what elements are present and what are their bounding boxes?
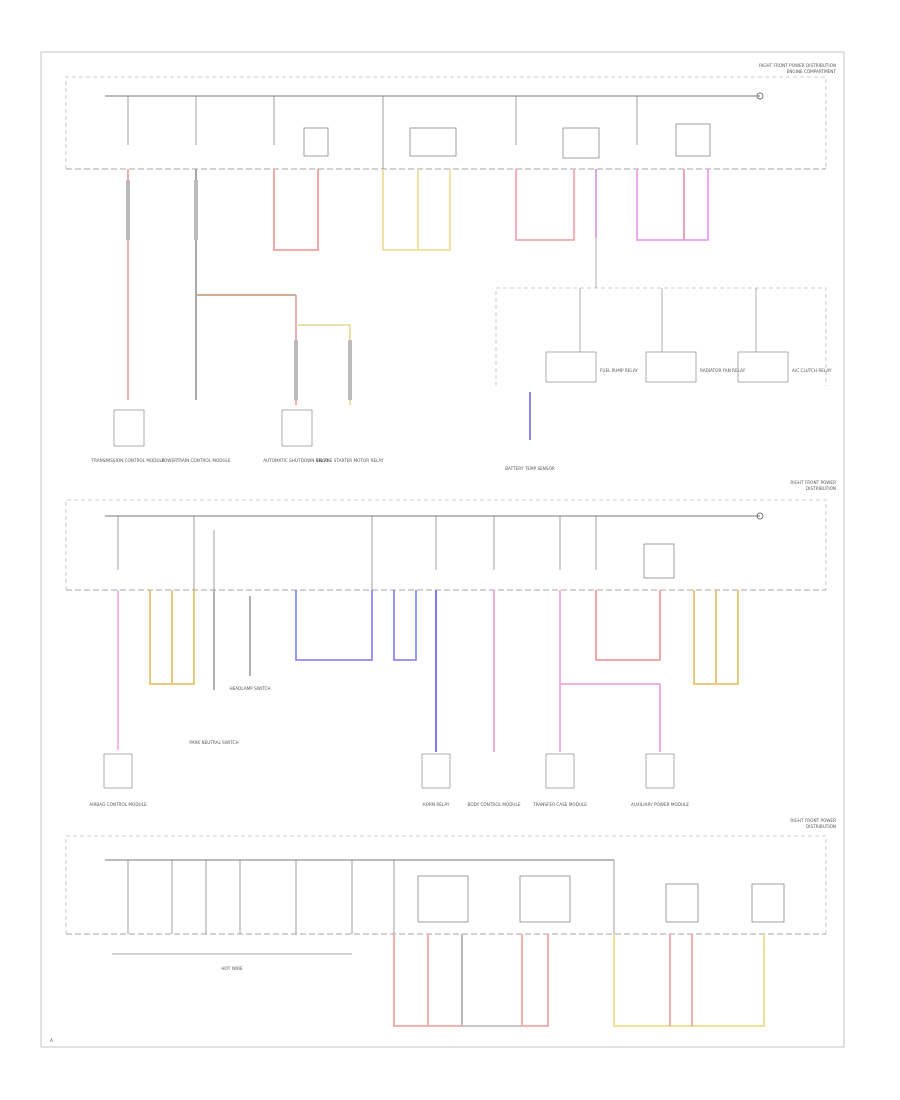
middle-relay-box-1 — [643, 543, 675, 579]
top-component-box-2 — [281, 409, 313, 447]
right-subgroup-label-1: FUEL PUMP RELAY — [600, 368, 638, 373]
diagram-frame — [40, 51, 845, 1048]
page-mark: A — [50, 1038, 53, 1043]
top-relay-box-1 — [303, 127, 329, 157]
top-component-label-1: TRANSMISSION CONTROL MODULE — [90, 458, 164, 463]
middle-component-box-3 — [545, 753, 575, 789]
top-component-label-2: POWERTRAIN CONTROL MODULE — [161, 458, 230, 463]
section-bottom: RIGHT FRONT POWER DISTRIBUTION HOT WIRE — [65, 818, 836, 1027]
middle-component-label-2: PARK NEUTRAL SWITCH — [189, 740, 238, 745]
top-pdc-outline — [65, 76, 827, 169]
top-component-box-1 — [113, 409, 145, 447]
top-component-label-3: AUTOMATIC SHUTDOWN RELAY — [263, 458, 329, 463]
middle-header: RIGHT FRONT POWER — [790, 480, 836, 485]
right-subgroup-box-1 — [545, 351, 597, 383]
top-ground-symbol — [756, 92, 764, 100]
right-subgroup-box-2 — [645, 351, 697, 383]
middle-header-sub: DISTRIBUTION — [806, 486, 836, 491]
middle-component-box-2 — [421, 753, 451, 789]
top-relay-box-3 — [675, 123, 711, 157]
top-module-box-1 — [409, 127, 457, 157]
middle-component-label-3: HEADLAMP SWITCH — [229, 686, 270, 691]
bottom-header: RIGHT FRONT POWER — [790, 818, 836, 823]
middle-component-box-1 — [103, 753, 133, 789]
right-subgroup-outline — [495, 287, 827, 386]
middle-ground-symbol — [756, 512, 764, 520]
section-middle: RIGHT FRONT POWER DISTRIBUTION — [65, 480, 836, 807]
bottom-module-box-2 — [519, 875, 571, 923]
top-component-label-4: ENGINE STARTER MOTOR RELAY — [316, 458, 384, 463]
bottom-pdc-outline — [65, 835, 827, 934]
middle-component-box-4 — [645, 753, 675, 789]
middle-component-label-7: AUXILIARY POWER MODULE — [631, 802, 689, 807]
middle-component-label-4: HORN RELAY — [423, 802, 450, 807]
section-top: RIGHT FRONT POWER DISTRIBUTION ENGINE CO… — [65, 63, 837, 471]
top-component-label-5: BATTERY TEMP SENSOR — [505, 466, 555, 471]
right-subgroup-box-3 — [737, 351, 789, 383]
bottom-module-box-1 — [417, 875, 469, 923]
bottom-relay-box-2 — [751, 883, 785, 923]
middle-pdc-outline — [65, 499, 827, 590]
middle-component-label-6: TRANSFER CASE MODULE — [532, 802, 587, 807]
bottom-header-sub: DISTRIBUTION — [806, 824, 836, 829]
middle-component-label-5: BODY CONTROL MODULE — [468, 802, 521, 807]
right-subgroup-label-3: A/C CLUTCH RELAY — [792, 368, 832, 373]
top-relay-box-2 — [562, 127, 600, 159]
middle-component-label-1: AIRBAG CONTROL MODULE — [89, 802, 147, 807]
bottom-component-label-1: HOT WIRE — [221, 966, 243, 971]
right-subgroup-label-2: RADIATOR FAN RELAY — [700, 368, 746, 373]
top-header-sub: ENGINE COMPARTMENT — [787, 69, 837, 74]
bottom-relay-box-1 — [665, 883, 699, 923]
top-header: RIGHT FRONT POWER DISTRIBUTION — [759, 63, 836, 68]
